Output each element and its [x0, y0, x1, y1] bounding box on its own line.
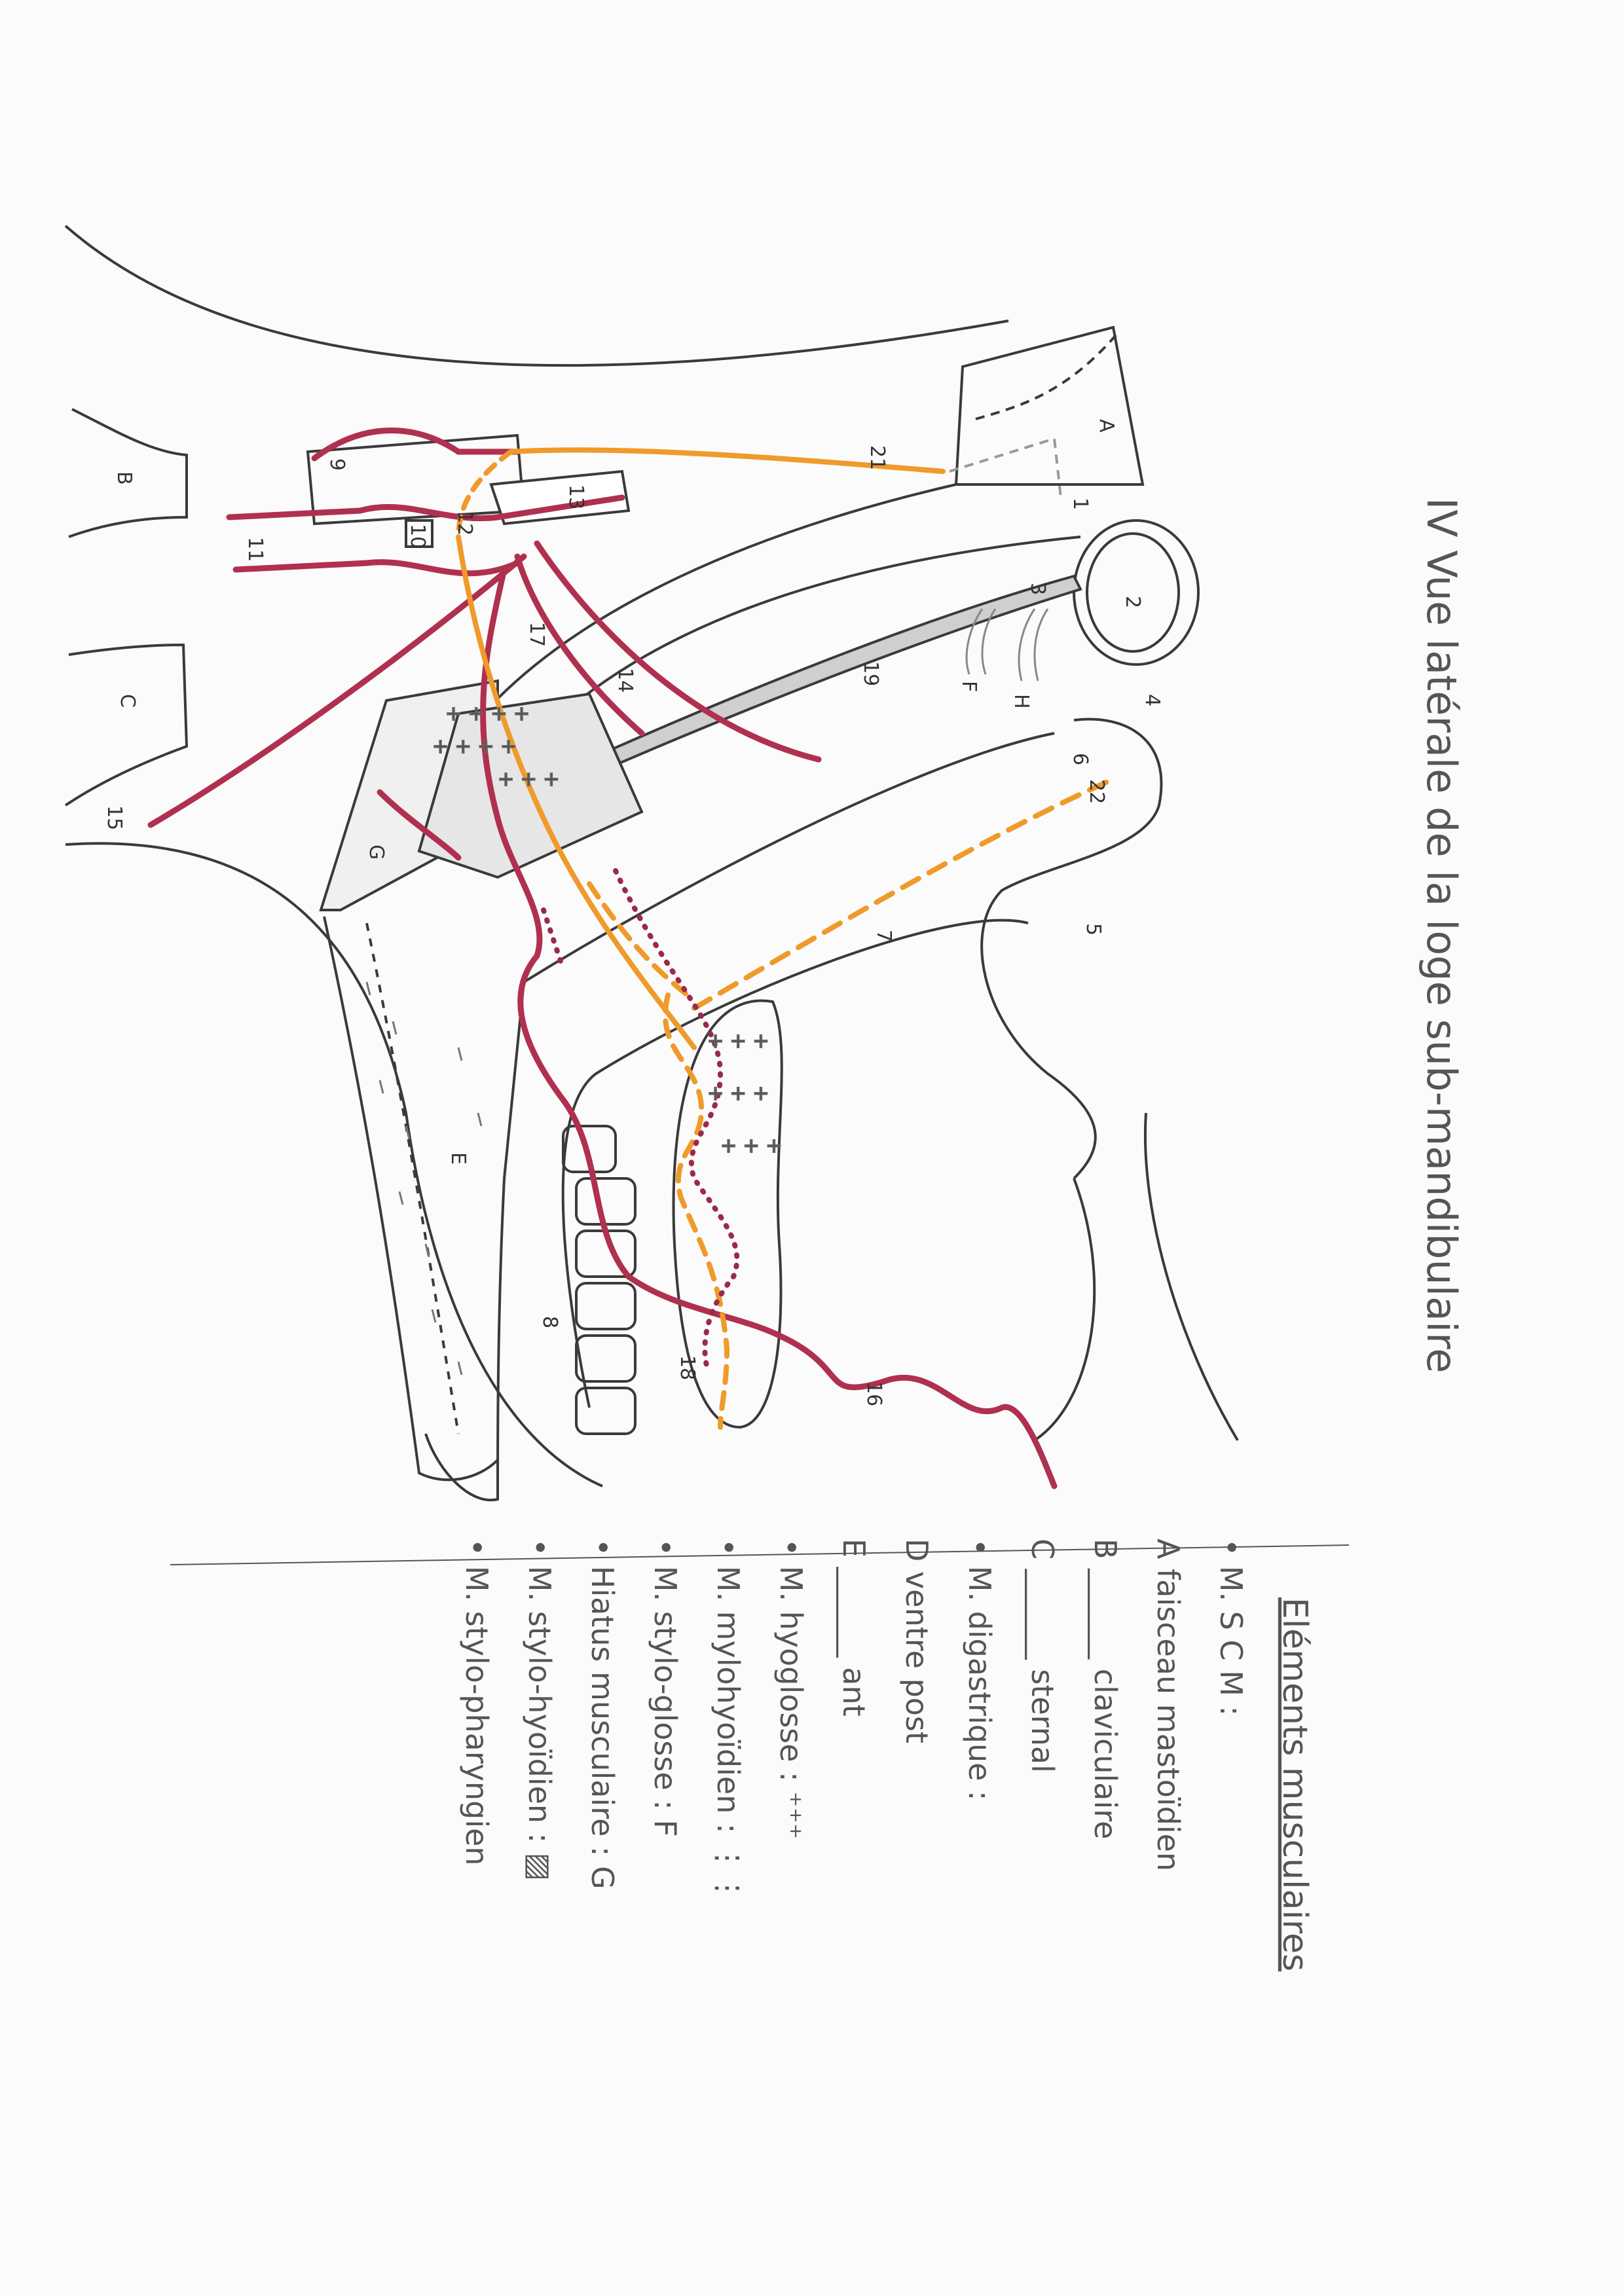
svg-text:+ + + +: + + + +	[445, 702, 530, 725]
legend-entry: • M. hyoglosse : ⁺⁺⁺	[773, 1539, 809, 1839]
mandible-ramus	[980, 718, 1163, 1180]
neck-contour	[1143, 1112, 1239, 1442]
nerves	[456, 447, 1116, 1430]
label-n13: 13	[564, 484, 587, 509]
svg-text:+ + +: + + +	[707, 1082, 769, 1105]
label-n1: 1	[1069, 498, 1092, 510]
label-n2: 2	[1121, 596, 1144, 608]
label-c: C	[116, 694, 139, 708]
divider-line	[170, 1544, 1350, 1565]
label-n16: 16	[862, 1381, 885, 1406]
label-h: H	[1010, 694, 1033, 709]
vessel-9	[311, 428, 521, 462]
nerve-21	[508, 447, 946, 474]
vessel-loop	[377, 789, 462, 861]
vessel-branch-17	[514, 553, 645, 737]
label-n19: 19	[859, 661, 882, 686]
vessel-11	[226, 494, 625, 522]
label-n12: 12	[453, 511, 476, 536]
outer-contour-top	[64, 225, 1009, 367]
label-n15: 15	[103, 805, 126, 830]
legend: Eléments musculaires • M. S C M : A faisc…	[459, 1539, 1314, 1971]
muscle-a-dashed-gray	[949, 437, 1062, 498]
legend-entry: • M. digastrique :	[962, 1539, 997, 1801]
label-n11: 11	[244, 537, 267, 562]
svg-text:+ + + +: + + + +	[432, 735, 517, 758]
legend-entry: • M. stylo-glosse : F	[648, 1539, 683, 1837]
mandible-body	[1033, 1178, 1096, 1442]
label-n4: 4	[1141, 694, 1164, 706]
nerve-loop-dash	[662, 993, 730, 1430]
mastoid-inner	[1086, 532, 1180, 653]
page-title: IV Vue latérale de la loge sub-mandibula…	[1418, 498, 1466, 1373]
legend-entries: • M. S C M : A faisceau mastoïdien B _____…	[459, 1539, 1249, 1903]
legend-entry: • M. stylo-hyoïdien : ▨	[522, 1539, 557, 1881]
muscle-c-shape	[64, 643, 189, 807]
muscle-a-block	[954, 325, 1145, 486]
nerve-hypoglossal	[456, 534, 697, 1050]
label-n22: 22	[1085, 779, 1108, 804]
duct-path-2	[541, 907, 566, 972]
label-n6: 6	[1069, 753, 1092, 765]
muscle-b-shape	[68, 408, 188, 538]
legend-entry: A faisceau mastoïdien	[1151, 1539, 1186, 1871]
texture-plus: + + + + + + + + + + + + + + + + + + + +	[432, 702, 783, 1158]
label-a: A	[1095, 419, 1118, 433]
nerve-22-dash	[692, 776, 1116, 1011]
forks-fh	[965, 608, 1049, 682]
nerve-21-dash	[456, 449, 513, 539]
label-n17: 17	[525, 622, 548, 647]
label-n18: 18	[676, 1355, 699, 1380]
legend-entry: C ______ sternal	[1025, 1539, 1060, 1773]
box-10	[405, 519, 434, 548]
mandible-outer	[424, 732, 1055, 1502]
hyoid-vertebrae	[562, 1125, 637, 1435]
muscle-a-dashed	[975, 329, 1121, 420]
outer-contour-bottom	[65, 842, 603, 1487]
vessel-11-lower	[232, 559, 521, 577]
labels: A B C F H 1 2 3 4 5 6 7 8 9 10 11 12 13 …	[103, 419, 1164, 1406]
vessel-facial	[480, 566, 1058, 1489]
legend-entry: • M. mylohyoïdien : ⋮⋮	[710, 1539, 746, 1903]
label-n7: 7	[872, 930, 895, 942]
legend-entry: • Hiatus musculaire : G	[585, 1539, 620, 1889]
label-n10: 10	[406, 524, 429, 549]
label-n9: 9	[325, 458, 348, 471]
label-g: G	[365, 845, 388, 860]
legend-heading: Eléments musculaires	[1275, 1597, 1314, 1971]
label-f: F	[957, 681, 980, 692]
legend-entry: • M. S C M :	[1213, 1539, 1249, 1716]
nerve-lingual-dash	[587, 881, 690, 998]
gland-duct	[541, 868, 740, 1371]
label-n3: 3	[1026, 583, 1049, 595]
vessel-branch-14	[534, 540, 822, 763]
trachea-inner	[365, 922, 460, 1434]
duct-path	[613, 868, 740, 1371]
svg-text:+ + +: + + +	[498, 768, 559, 791]
hyoglossus-area	[672, 999, 783, 1429]
legend-entry: B ______ claviculaire	[1088, 1539, 1123, 1839]
legend-entry: • M. stylo-pharyngien	[459, 1539, 494, 1866]
label-n14: 14	[614, 668, 637, 693]
trachea-outer	[323, 916, 499, 1482]
label-n21: 21	[866, 445, 889, 470]
svg-text:+ + +: + + +	[707, 1030, 769, 1053]
diagram-body	[64, 225, 1239, 1502]
label-n5: 5	[1082, 923, 1105, 936]
label-n8: 8	[538, 1316, 561, 1328]
legend-entry: D ventre post	[899, 1539, 934, 1743]
label-e: E	[447, 1152, 470, 1165]
legend-entry: E ______ ant	[836, 1539, 872, 1717]
mandible-lower	[561, 919, 1029, 1408]
svg-text:+ + +: + + +	[720, 1135, 782, 1157]
texture-dashes	[365, 981, 483, 1376]
label-b: B	[113, 471, 136, 485]
